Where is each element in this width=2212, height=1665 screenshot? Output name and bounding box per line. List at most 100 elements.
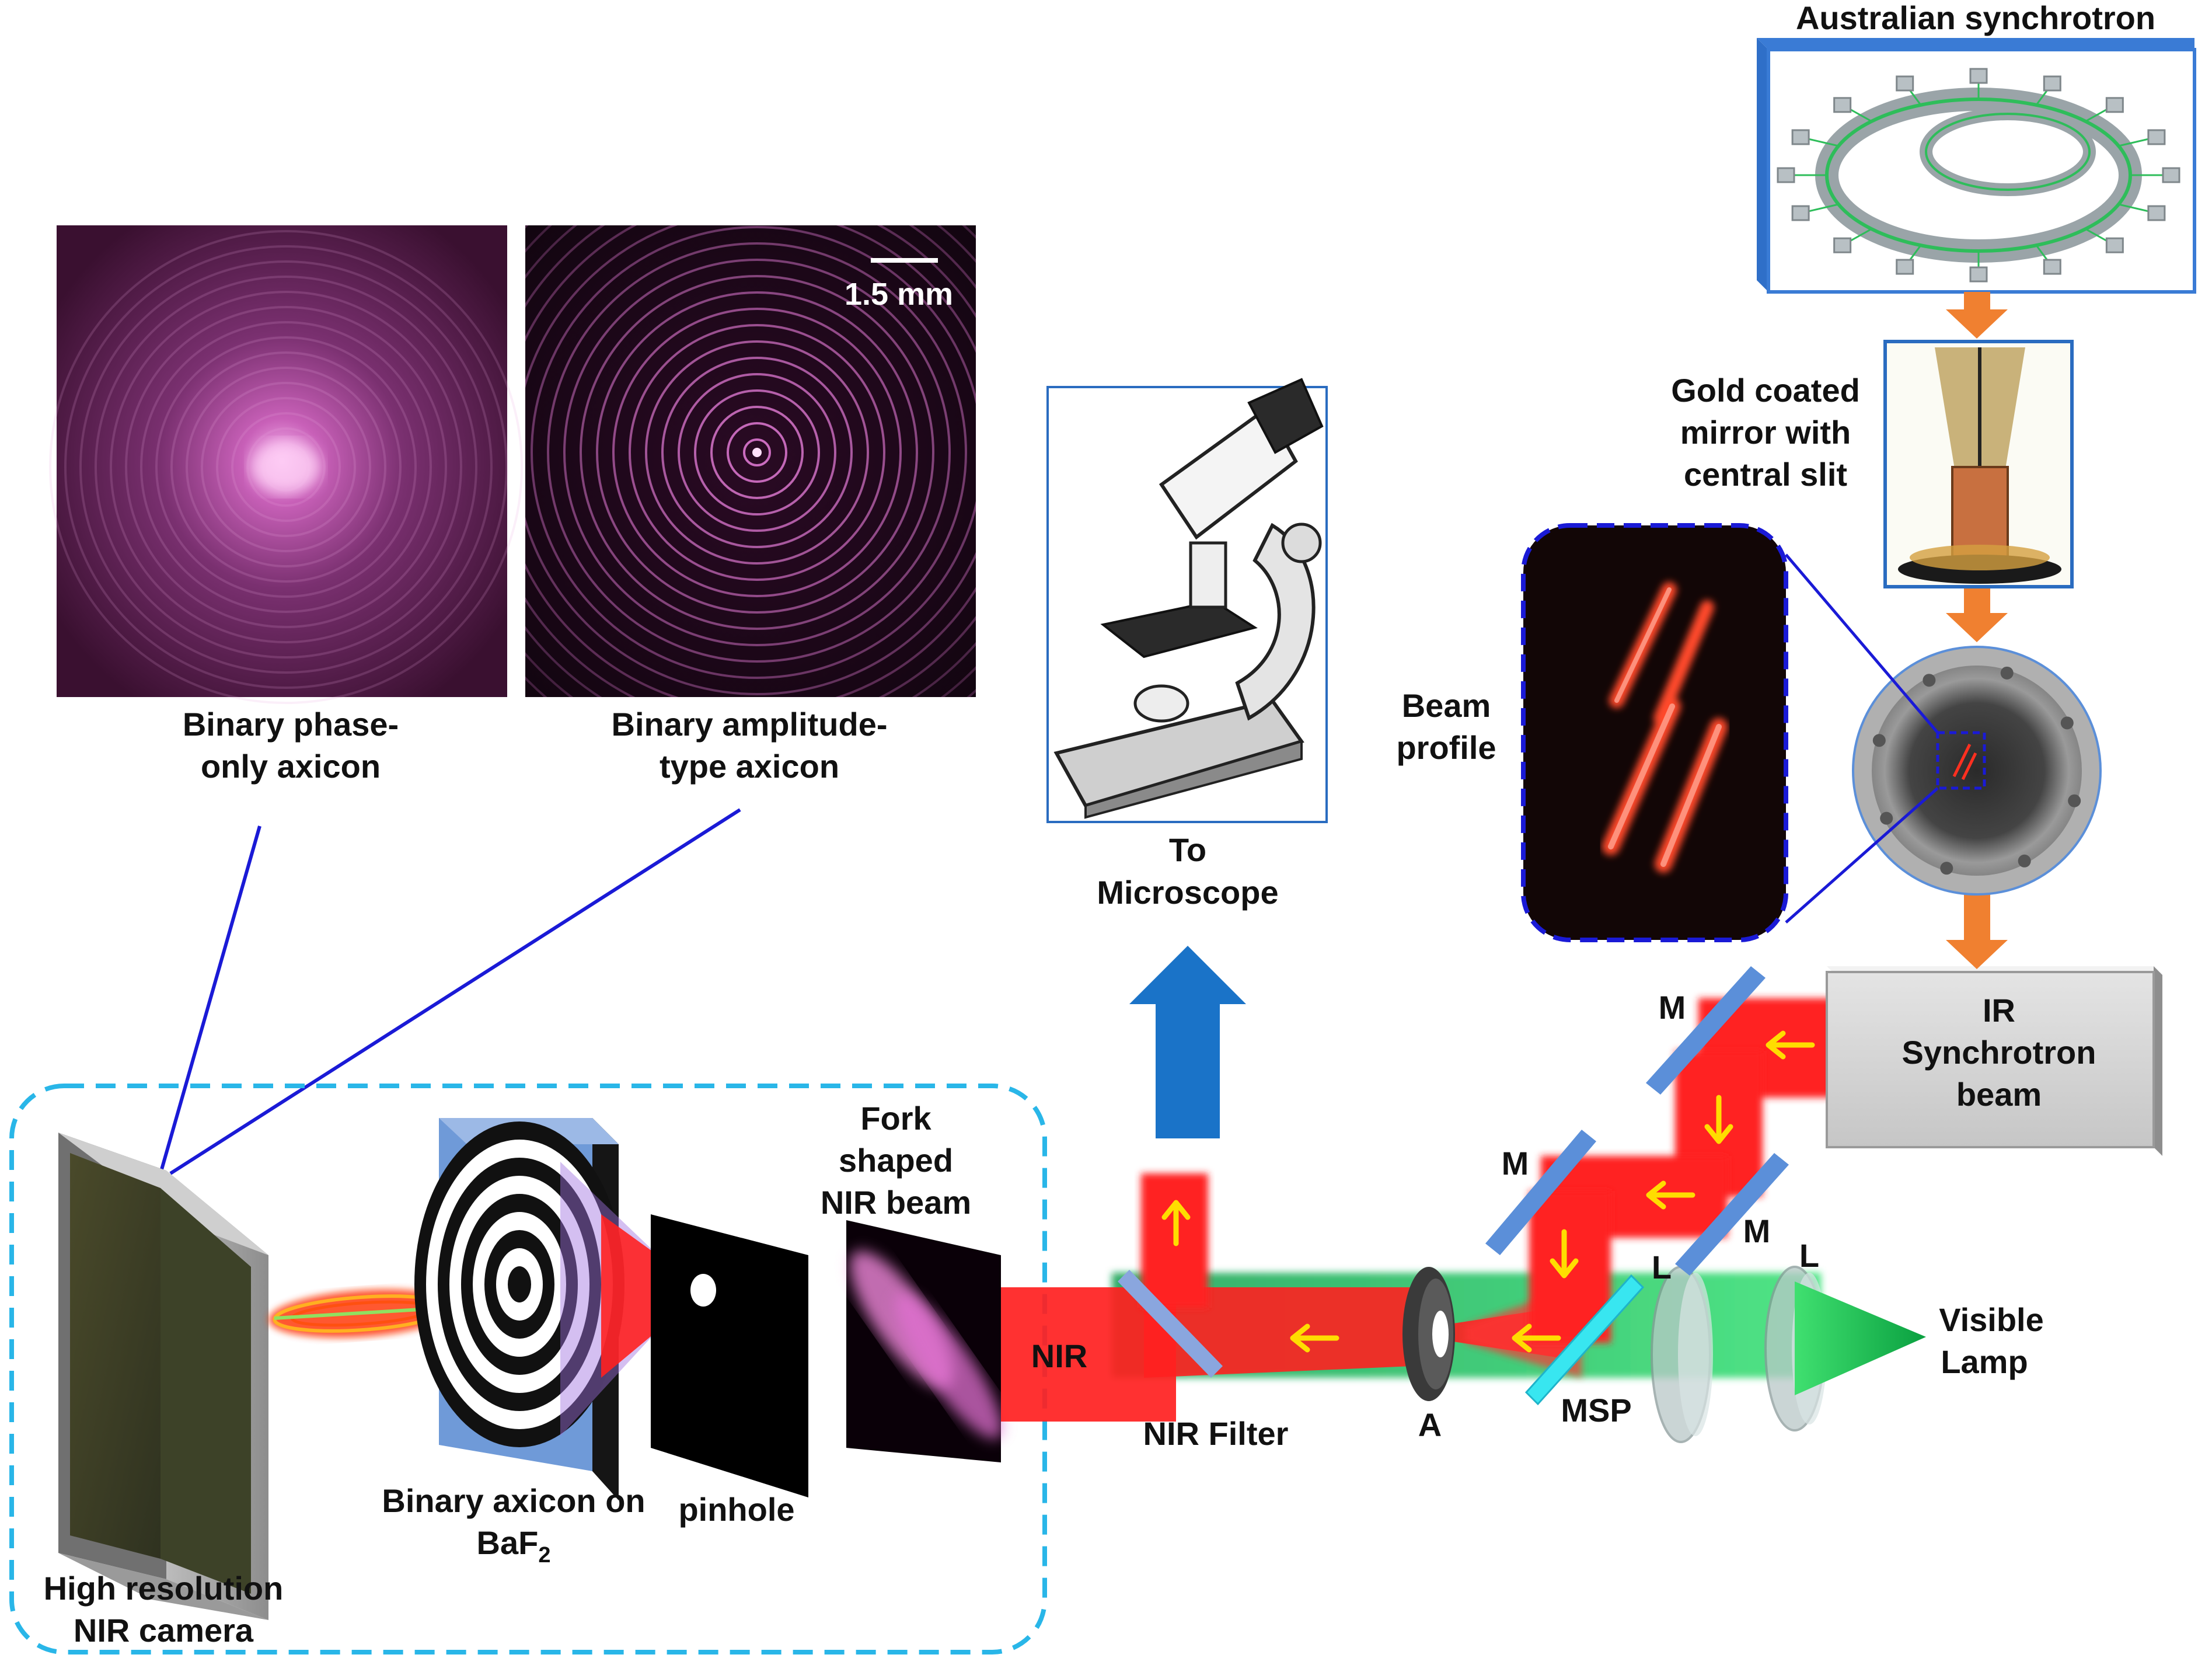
viewport-bolt: [2000, 666, 2014, 680]
phase-ring: [49, 230, 523, 704]
amplitude-ring: [678, 373, 836, 532]
beamline-hutch: [1791, 205, 1810, 221]
phase-ring: [110, 291, 462, 643]
pinhole-label: pinhole: [678, 1491, 794, 1528]
phase-ring: [64, 245, 508, 689]
amplitude-ring: [547, 242, 967, 663]
scale-bar-label: 1.5 mm: [845, 277, 953, 312]
lens-1: [1651, 1266, 1713, 1443]
amplitude-axicon-label-line2: type axicon: [660, 748, 839, 785]
amplitude-ring: [596, 291, 918, 614]
nir-filter-label: NIR Filter: [1143, 1415, 1289, 1452]
beamline-hutch: [1969, 68, 1988, 84]
mirror-m-left-label: M: [1502, 1145, 1529, 1182]
baf-subscript: 2: [538, 1543, 550, 1568]
pinhole: [651, 1214, 808, 1497]
viewport-bolt: [1880, 811, 1893, 825]
ir-box-label-line3: beam: [1956, 1076, 2042, 1113]
beam-profile-image: [1521, 523, 1788, 942]
amplitude-ring: [531, 226, 976, 679]
gold-mirror-image: [1883, 340, 2074, 588]
phase-callout-line: [159, 825, 261, 1174]
beamline-hutch: [1833, 237, 1852, 253]
viewport-bolt: [2068, 794, 2081, 807]
mirror-m-top: [1646, 966, 1766, 1095]
beamline-hutch: [1777, 167, 1795, 183]
camera-label-line1: High resolution: [44, 1570, 284, 1607]
to-microscope-arrow: [1129, 946, 1246, 1138]
phase-ring: [216, 397, 356, 537]
msp-label: MSP: [1561, 1392, 1631, 1429]
axicon-ring: [508, 1266, 531, 1302]
phase-ring: [201, 382, 371, 552]
amplitude-ring: [727, 422, 787, 483]
msp-mirror: [1524, 1274, 1645, 1406]
beamline-hutch: [2043, 259, 2061, 275]
gold-mirror-label-line2: mirror with: [1680, 414, 1851, 451]
to-microscope-label-line2: Microscope: [1097, 874, 1278, 911]
axicon-label-line1: Binary axicon on: [382, 1482, 645, 1519]
beam-profile-label-line1: Beam: [1402, 687, 1491, 724]
beam-viewport: [1852, 646, 2102, 896]
visible-lamp-label-line1: Visible: [1939, 1301, 2044, 1338]
fork-beam-label-line1: Fork: [860, 1100, 931, 1137]
aperture: [1402, 1267, 1455, 1401]
amplitude-ring: [525, 225, 976, 695]
phase-ring: [125, 306, 447, 628]
amplitude-ring: [743, 438, 771, 466]
beamline-hutch: [2147, 129, 2166, 145]
phase-ring: [155, 336, 417, 598]
nir-filter: [1118, 1270, 1223, 1378]
amplitude-ring: [710, 406, 804, 499]
gold-mirror-label-line1: Gold coated: [1671, 372, 1860, 409]
beamline-hutch: [2043, 75, 2061, 92]
viewport-bolt: [1923, 674, 1936, 687]
amplitude-ring: [629, 324, 885, 581]
synchrotron-ring-image: [1757, 38, 2196, 294]
viewport-bolt: [2060, 716, 2074, 730]
amplitude-callout-line: [169, 808, 741, 1175]
binary-axicon: [414, 1118, 695, 1500]
visible-lamp-label-line2: Lamp: [1941, 1343, 2028, 1380]
amplitude-axicon-image: 1.5 mm: [525, 225, 976, 697]
orange-flow-arrows: [1946, 292, 2008, 969]
phase-axicon-label-line1: Binary phase-: [183, 706, 399, 743]
beamline-hutch: [2147, 205, 2166, 221]
nir-label: NIR: [1031, 1337, 1087, 1374]
ir-synchrotron-box: [1826, 966, 2162, 1156]
amplitude-ring: [612, 308, 902, 597]
phase-ring: [246, 427, 326, 507]
australian-synchrotron-label: Australian synchrotron: [1796, 0, 2155, 36]
beam-profile-label-line2: profile: [1396, 729, 1496, 766]
nir-camera: [58, 1133, 268, 1620]
lens-2-label: L: [1799, 1237, 1819, 1274]
fork-beam-screen: [846, 1220, 1003, 1462]
amplitude-ring: [580, 275, 934, 630]
ir-box-label-line1: IR: [1983, 992, 2015, 1029]
phase-ring: [79, 260, 493, 674]
beamline-hutch: [1896, 75, 1914, 92]
nir-beam-path: [1001, 998, 1833, 1422]
aperture-label: A: [1418, 1406, 1442, 1443]
beam-profile-callout-top: [1785, 553, 1939, 734]
camera-label-line2: NIR camera: [74, 1612, 254, 1649]
beamline-hutch: [1833, 97, 1852, 113]
phase-ring: [170, 351, 402, 583]
viewport-bolt: [1940, 862, 1953, 875]
amplitude-ring: [661, 357, 853, 548]
beam-direction-arrows: [1161, 1030, 1815, 1353]
mirror-m-left: [1485, 1130, 1596, 1255]
mirror-m-right: [1675, 1153, 1789, 1276]
lens-1-label: L: [1652, 1249, 1672, 1286]
phase-ring: [95, 276, 477, 659]
amplitude-ring: [694, 389, 820, 515]
mirror-m-right-label: M: [1743, 1213, 1771, 1249]
amplitude-ring: [563, 259, 951, 646]
fork-beam-label-line3: NIR beam: [821, 1184, 971, 1221]
viewport-bolt: [1872, 734, 1886, 747]
amplitude-ring: [645, 340, 869, 565]
gold-mirror-label-line3: central slit: [1684, 456, 1847, 493]
phase-ring: [186, 367, 386, 567]
microscope-image: [1046, 378, 1328, 823]
axicon-label-line2: BaF2: [477, 1524, 551, 1568]
